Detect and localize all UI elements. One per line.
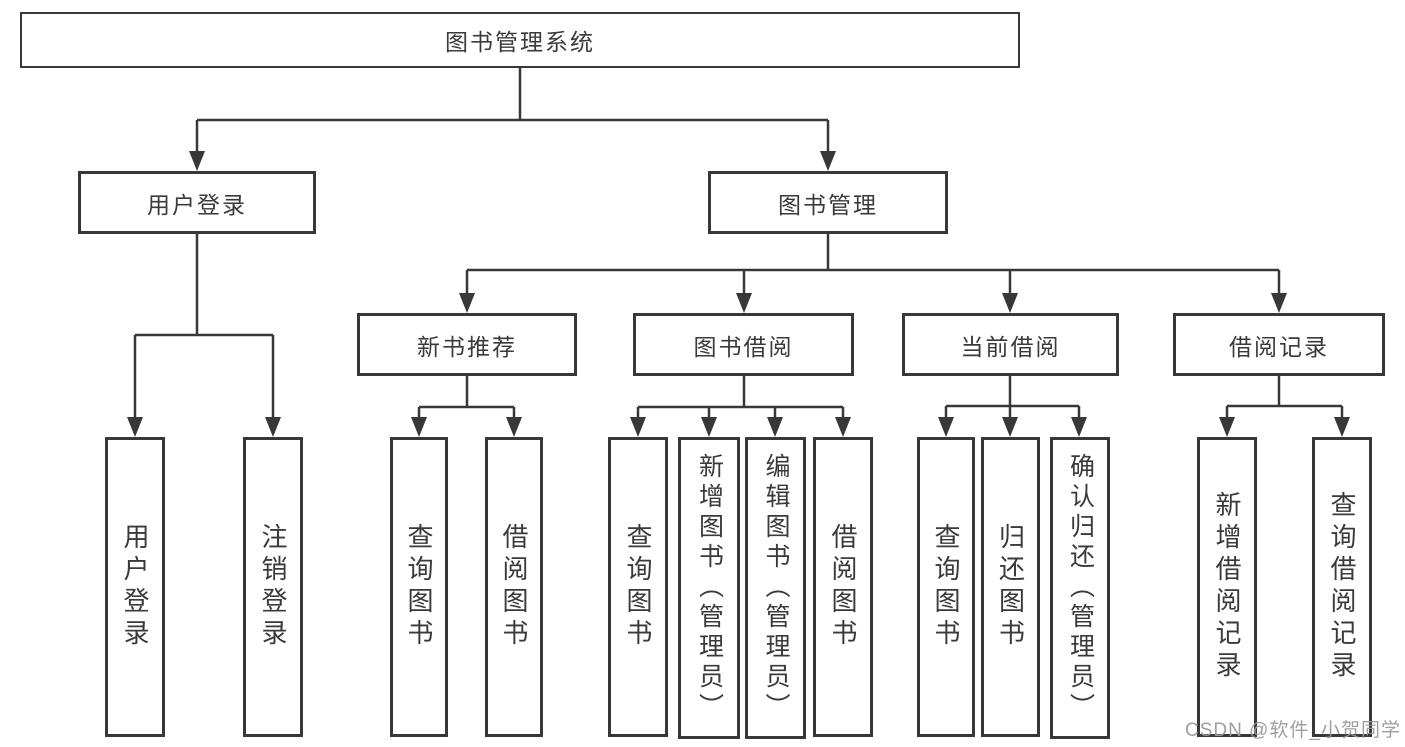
leaf-query-borrow-record: 查询借阅记录 <box>1312 437 1372 737</box>
node-book-management: 图书管理 <box>708 171 948 234</box>
leaf-add-book-admin: 新增图书（管理员） <box>678 437 740 739</box>
watermark: CSDN @软件_小贺同学 <box>1185 720 1401 741</box>
leaf-query-books-borrowing: 查询图书 <box>608 437 668 737</box>
leaf-edit-book-admin: 编辑图书（管理员） <box>745 437 806 739</box>
node-book-borrowing: 图书借阅 <box>633 313 854 376</box>
node-borrowing-records: 借阅记录 <box>1173 313 1385 376</box>
leaf-user-login: 用户登录 <box>105 437 165 737</box>
leaf-borrow-books-recommend: 借阅图书 <box>485 437 543 737</box>
node-current-borrowing: 当前借阅 <box>902 313 1119 376</box>
node-library-management-system: 图书管理系统 <box>20 12 1020 68</box>
leaf-query-books-recommend: 查询图书 <box>390 437 448 737</box>
leaf-query-books-current: 查询图书 <box>917 437 975 737</box>
node-user-login: 用户登录 <box>78 171 316 234</box>
leaf-confirm-return-admin: 确认归还（管理员） <box>1050 437 1110 739</box>
node-new-book-recommendation: 新书推荐 <box>357 313 577 376</box>
leaf-return-books: 归还图书 <box>981 437 1040 737</box>
leaf-borrow-books-borrowing: 借阅图书 <box>813 437 873 737</box>
leaf-add-borrow-record: 新增借阅记录 <box>1197 437 1257 737</box>
leaf-logout: 注销登录 <box>243 437 303 737</box>
